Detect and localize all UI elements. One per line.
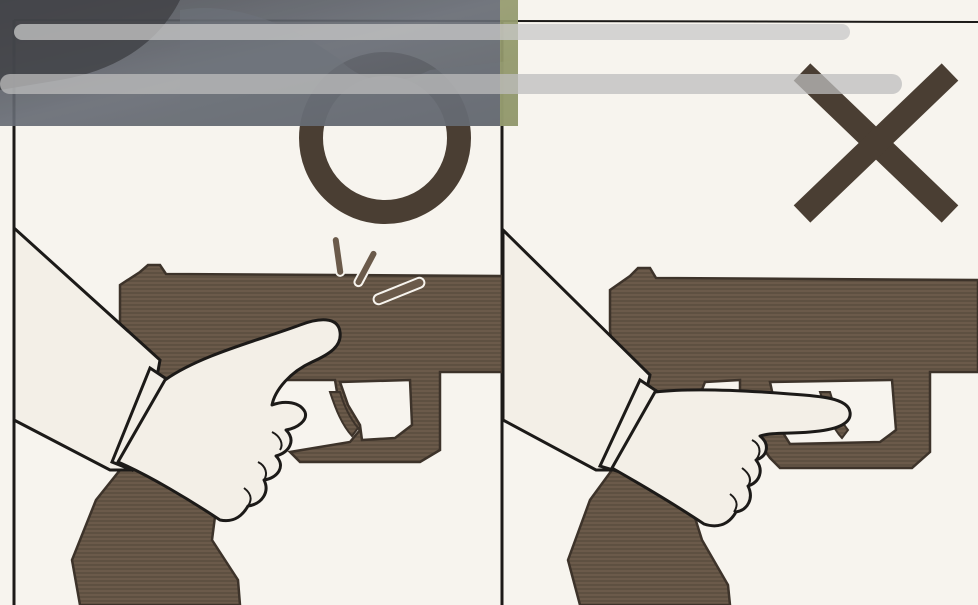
photo-overlay (0, 0, 518, 126)
divider-bar (0, 74, 902, 94)
divider-bar (14, 24, 850, 40)
